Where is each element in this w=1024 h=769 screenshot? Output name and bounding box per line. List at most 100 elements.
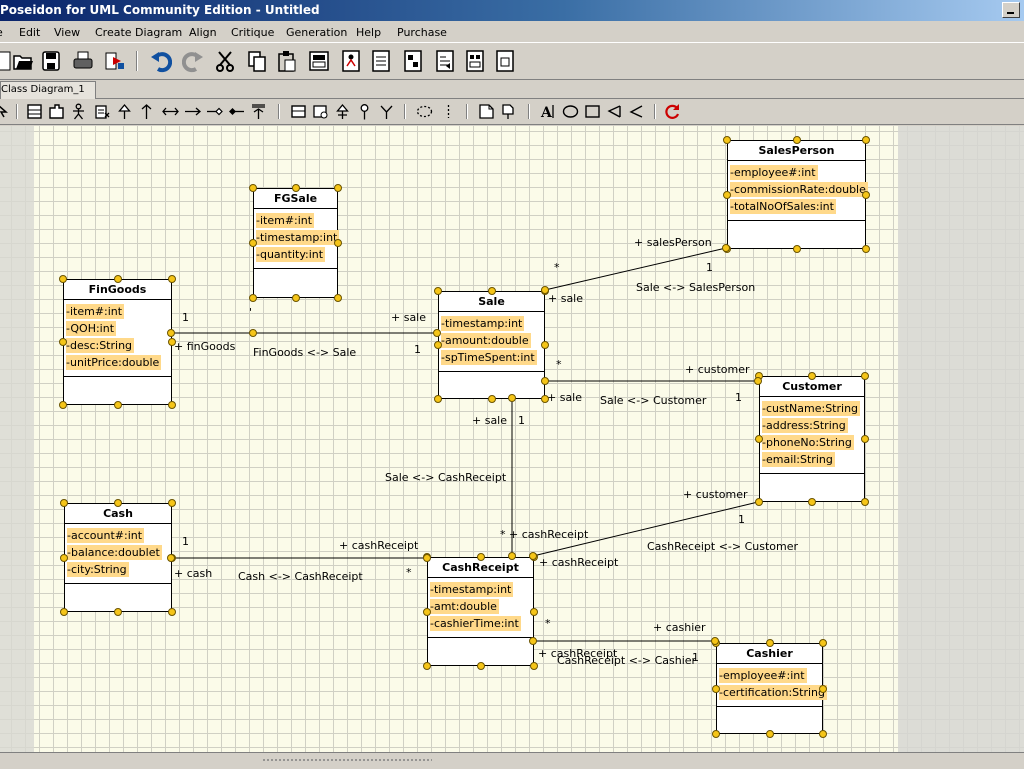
attribute[interactable]: -timestamp:int bbox=[441, 316, 525, 331]
resize-handle[interactable] bbox=[114, 499, 122, 507]
resize-handle[interactable] bbox=[113, 275, 122, 283]
resize-handle[interactable] bbox=[113, 401, 122, 409]
menu-edit[interactable]: Edit bbox=[19, 26, 41, 39]
menu-generation[interactable]: Generation bbox=[286, 26, 348, 39]
resize-handle[interactable] bbox=[59, 338, 67, 346]
refresh-tool[interactable] bbox=[664, 103, 681, 120]
menu-create-diagram[interactable]: Create Diagram bbox=[95, 26, 183, 39]
menu-view[interactable]: View bbox=[54, 26, 81, 39]
association-end-handle[interactable] bbox=[754, 377, 762, 385]
resize-handle[interactable] bbox=[249, 184, 257, 192]
doc-button-2[interactable] bbox=[402, 49, 424, 73]
resize-handle[interactable] bbox=[862, 136, 870, 144]
resize-handle[interactable] bbox=[476, 662, 485, 670]
resize-handle[interactable] bbox=[792, 136, 801, 144]
resize-handle[interactable] bbox=[755, 498, 763, 506]
resize-handle[interactable] bbox=[249, 294, 257, 302]
attribute[interactable]: -city:String bbox=[67, 562, 129, 577]
attribute[interactable]: -unitPrice:double bbox=[66, 355, 162, 370]
package-tool[interactable] bbox=[48, 103, 65, 120]
association-end-handle[interactable] bbox=[541, 286, 549, 294]
resize-handle[interactable] bbox=[434, 287, 442, 295]
attribute[interactable]: -commissionRate:double bbox=[730, 182, 868, 197]
line-dotted-tool[interactable] bbox=[440, 103, 457, 120]
resize-handle[interactable] bbox=[249, 239, 257, 247]
print-button[interactable] bbox=[72, 49, 94, 73]
attribute[interactable]: -timestamp:int bbox=[430, 582, 514, 597]
rectangle-tool[interactable] bbox=[584, 103, 601, 120]
attribute[interactable]: -QOH:int bbox=[66, 321, 117, 336]
tab-class-diagram-1[interactable]: Class Diagram_1 bbox=[0, 81, 96, 99]
menu-align[interactable]: Align bbox=[189, 26, 217, 39]
note-anchor-tool[interactable] bbox=[500, 103, 517, 120]
resize-handle[interactable] bbox=[861, 372, 869, 380]
class-fingoods[interactable]: FinGoods -item#:int -QOH:int -desc:Strin… bbox=[63, 279, 172, 405]
association-end-handle[interactable] bbox=[711, 637, 719, 645]
resize-handle[interactable] bbox=[60, 499, 68, 507]
cut-button[interactable] bbox=[214, 49, 236, 73]
note-tool[interactable] bbox=[478, 103, 495, 120]
association-end-handle[interactable] bbox=[167, 329, 175, 337]
association-end-handle[interactable] bbox=[167, 554, 175, 562]
interface-tool[interactable] bbox=[94, 103, 111, 120]
navigable-association-tool[interactable] bbox=[184, 103, 201, 120]
resize-handle[interactable] bbox=[755, 435, 763, 443]
resize-handle[interactable] bbox=[334, 184, 342, 192]
resize-handle[interactable] bbox=[712, 730, 720, 738]
doc-button-3[interactable] bbox=[434, 49, 456, 73]
resize-handle[interactable] bbox=[487, 395, 496, 403]
attribute[interactable]: -timestamp:int bbox=[256, 230, 340, 245]
resize-handle[interactable] bbox=[434, 395, 442, 403]
composition-tool[interactable] bbox=[228, 103, 245, 120]
resize-handle[interactable] bbox=[819, 730, 827, 738]
class-cash[interactable]: Cash -account#:int -balance:doublet -cit… bbox=[64, 503, 172, 612]
attribute[interactable]: -cashierTime:int bbox=[430, 616, 521, 631]
generalization-tool[interactable] bbox=[116, 103, 133, 120]
open-button[interactable] bbox=[12, 49, 34, 73]
resize-handle[interactable] bbox=[819, 684, 827, 693]
resize-handle[interactable] bbox=[530, 662, 538, 670]
resize-handle[interactable] bbox=[723, 136, 731, 144]
interface-tool-2[interactable] bbox=[356, 103, 373, 120]
resize-handle[interactable] bbox=[792, 245, 801, 253]
import-button[interactable] bbox=[104, 49, 126, 73]
resize-handle[interactable] bbox=[291, 184, 300, 192]
select-tool[interactable] bbox=[0, 103, 11, 120]
attribute[interactable]: -employee#:int bbox=[719, 668, 807, 683]
new-button[interactable] bbox=[0, 49, 14, 73]
resize-handle[interactable] bbox=[765, 730, 774, 738]
class-cashier[interactable]: Cashier -employee#:int -certification:St… bbox=[716, 643, 827, 734]
resize-handle[interactable] bbox=[862, 245, 870, 253]
class-tool[interactable] bbox=[26, 103, 43, 120]
association-end-handle[interactable] bbox=[423, 554, 431, 562]
resize-handle[interactable] bbox=[423, 607, 431, 616]
attribute[interactable]: -spTimeSpent:int bbox=[441, 350, 537, 365]
class-cashreceipt[interactable]: CashReceipt -timestamp:int -amt:double -… bbox=[427, 557, 534, 666]
association-end-handle[interactable] bbox=[529, 637, 537, 645]
menu-help[interactable]: Help bbox=[356, 26, 382, 39]
menu-critique[interactable]: Critique bbox=[231, 26, 275, 39]
diagram-canvas[interactable]: FinGoods -item#:int -QOH:int -desc:Strin… bbox=[0, 126, 1024, 752]
resize-handle[interactable] bbox=[60, 608, 68, 616]
attribute[interactable]: -amount:double bbox=[441, 333, 531, 348]
realization-tool[interactable] bbox=[250, 103, 267, 120]
class-customer[interactable]: Customer -custName:String -address:Strin… bbox=[759, 376, 865, 502]
attribute[interactable]: -quantity:int bbox=[256, 247, 326, 262]
attribute[interactable]: -certification:String bbox=[719, 685, 827, 700]
ellipse-tool[interactable] bbox=[562, 103, 579, 120]
attribute[interactable]: -totalNoOfSales:int bbox=[730, 199, 836, 214]
attribute[interactable]: -item#:int bbox=[256, 213, 315, 228]
resize-handle[interactable] bbox=[487, 287, 496, 295]
person-doc-button[interactable] bbox=[340, 49, 362, 73]
text-tool[interactable]: A bbox=[540, 103, 557, 121]
association-end-handle[interactable] bbox=[541, 377, 549, 385]
resize-handle[interactable] bbox=[862, 190, 870, 199]
association-end-handle[interactable] bbox=[508, 552, 516, 560]
copy-button[interactable] bbox=[246, 49, 268, 73]
association-end-handle[interactable] bbox=[249, 329, 257, 337]
circle-tool[interactable] bbox=[416, 103, 433, 120]
resize-handle[interactable] bbox=[334, 294, 342, 302]
resize-handle[interactable] bbox=[168, 401, 176, 409]
class-salesperson[interactable]: SalesPerson -employee#:int -commissionRa… bbox=[727, 140, 868, 249]
class-sale[interactable]: Sale -timestamp:int -amount:double -spTi… bbox=[438, 291, 545, 399]
